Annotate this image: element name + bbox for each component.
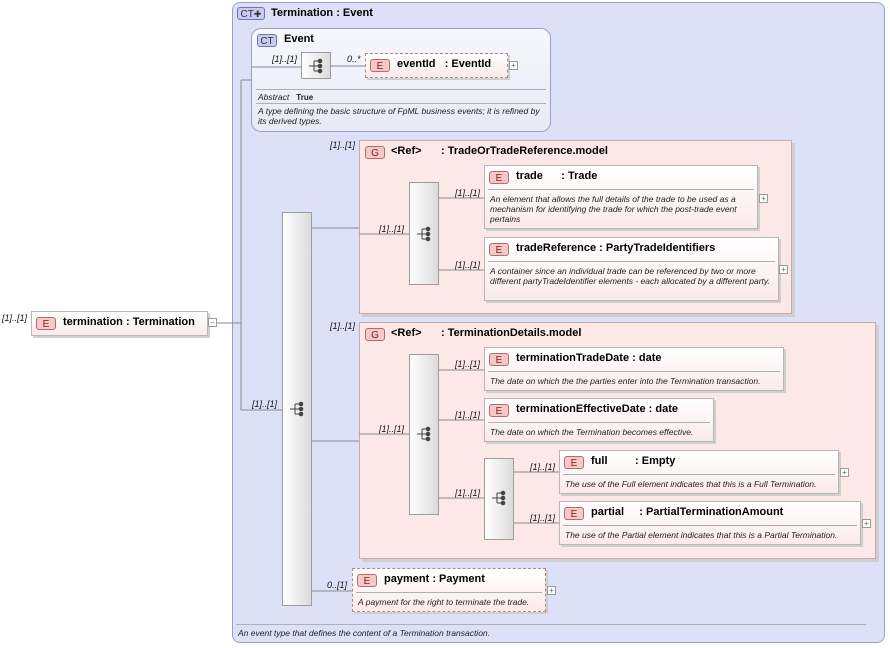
multiplicity-label: [1]..[1] <box>2 313 28 323</box>
element-badge: E <box>489 171 509 184</box>
element-label: termination : Termination <box>63 316 195 328</box>
sequence-icon <box>290 58 506 506</box>
element-documentation: An element that allows the full details … <box>490 194 737 224</box>
group-ref-label: <Ref> <box>391 145 422 157</box>
element-badge: E <box>489 243 509 256</box>
event-base-type <box>251 28 551 132</box>
abstract-property: Abstract True <box>258 92 314 102</box>
element-full[interactable] <box>559 450 839 494</box>
ct-badge: CT <box>257 34 277 47</box>
element-label: full : Empty <box>591 455 676 467</box>
element-badge: E <box>489 353 509 366</box>
multiplicity-label: [1]..[1] <box>455 188 481 198</box>
multiplicity-label: [1]..[1] <box>330 321 356 331</box>
multiplicity-label: [1]..[1] <box>455 260 481 270</box>
element-documentation: A payment for the right to terminate the… <box>358 597 530 607</box>
element-badge: E <box>564 456 584 469</box>
separator <box>563 525 857 526</box>
separator <box>256 103 546 104</box>
expand-icon[interactable]: + <box>779 265 788 274</box>
element-badge: E <box>489 404 509 417</box>
choice-compositor[interactable] <box>484 458 514 540</box>
multiplicity-label: [1]..[1] <box>455 359 481 369</box>
separator <box>488 261 775 262</box>
element-label: terminationTradeDate : date <box>516 352 662 364</box>
element-badge: E <box>370 59 390 72</box>
element-label: payment : Payment <box>384 573 485 585</box>
expand-icon[interactable]: + <box>759 194 768 203</box>
separator <box>488 189 754 190</box>
separator <box>236 624 866 625</box>
element-tradeReference[interactable] <box>484 237 779 301</box>
element-partial[interactable] <box>559 501 861 545</box>
element-badge: E <box>564 507 584 520</box>
element-termination[interactable] <box>31 311 208 336</box>
element-documentation: A container since an individual trade ca… <box>490 266 770 286</box>
element-label: eventId : EventId <box>397 58 492 70</box>
multiplicity-label: [1]..[1] <box>252 399 278 409</box>
expand-icon[interactable]: + <box>547 586 556 595</box>
element-label: trade : Trade <box>516 170 598 182</box>
separator <box>563 474 835 475</box>
ct-badge: CT✚ <box>237 7 265 20</box>
multiplicity-label: [1]..[1] <box>379 224 405 234</box>
multiplicity-label: [1]..[1] <box>330 140 356 150</box>
multiplicity-label: [1]..[1] <box>530 513 556 523</box>
complex-type-title: Termination : Event <box>271 7 373 19</box>
element-terminationEffectiveDate[interactable] <box>484 398 714 442</box>
expand-icon[interactable]: + <box>509 61 518 70</box>
group-ref-label: <Ref> <box>391 327 422 339</box>
element-label: partial : PartialTerminationAmount <box>591 506 784 518</box>
group-badge: G <box>365 328 385 341</box>
element-documentation: The date on which the Termination become… <box>490 427 694 437</box>
element-documentation: The date on which the the parties enter … <box>490 376 761 386</box>
element-trade[interactable] <box>484 165 758 229</box>
group-name-label: : TerminationDetails.model <box>441 327 582 339</box>
multiplicity-label: 0..[1] <box>327 580 348 590</box>
collapse-icon[interactable]: − <box>208 318 217 327</box>
element-badge: E <box>357 574 377 587</box>
separator <box>488 371 780 372</box>
element-label: terminationEffectiveDate : date <box>516 403 678 415</box>
multiplicity-label: [1]..[1] <box>272 54 298 64</box>
event-type-title: Event <box>284 33 314 45</box>
multiplicity-label: [1]..[1] <box>530 462 556 472</box>
separator <box>488 422 710 423</box>
multiplicity-label: 0..* <box>347 54 361 64</box>
group-badge: G <box>365 146 385 159</box>
event-documentation: A type defining the basic structure of F… <box>258 106 540 126</box>
group2-sequence-compositor[interactable] <box>409 354 439 515</box>
multiplicity-label: [1]..[1] <box>379 424 405 434</box>
element-terminationTradeDate[interactable] <box>484 347 784 391</box>
element-label: tradeReference : PartyTradeIdentifiers <box>516 242 716 254</box>
group-name-label: : TradeOrTradeReference.model <box>441 145 608 157</box>
expand-icon[interactable]: + <box>862 519 871 528</box>
event-sequence-compositor[interactable] <box>301 52 331 79</box>
separator <box>356 592 542 593</box>
element-documentation: The use of the Partial element indicates… <box>565 530 838 540</box>
complex-type-documentation: An event type that defines the content o… <box>238 628 491 638</box>
element-documentation: The use of the Full element indicates th… <box>565 479 817 489</box>
element-payment[interactable] <box>352 568 546 612</box>
expand-icon[interactable]: + <box>840 468 849 477</box>
separator <box>256 89 546 90</box>
multiplicity-label: [1]..[1] <box>455 488 481 498</box>
multiplicity-label: [1]..[1] <box>455 410 481 420</box>
element-badge: E <box>36 317 56 330</box>
